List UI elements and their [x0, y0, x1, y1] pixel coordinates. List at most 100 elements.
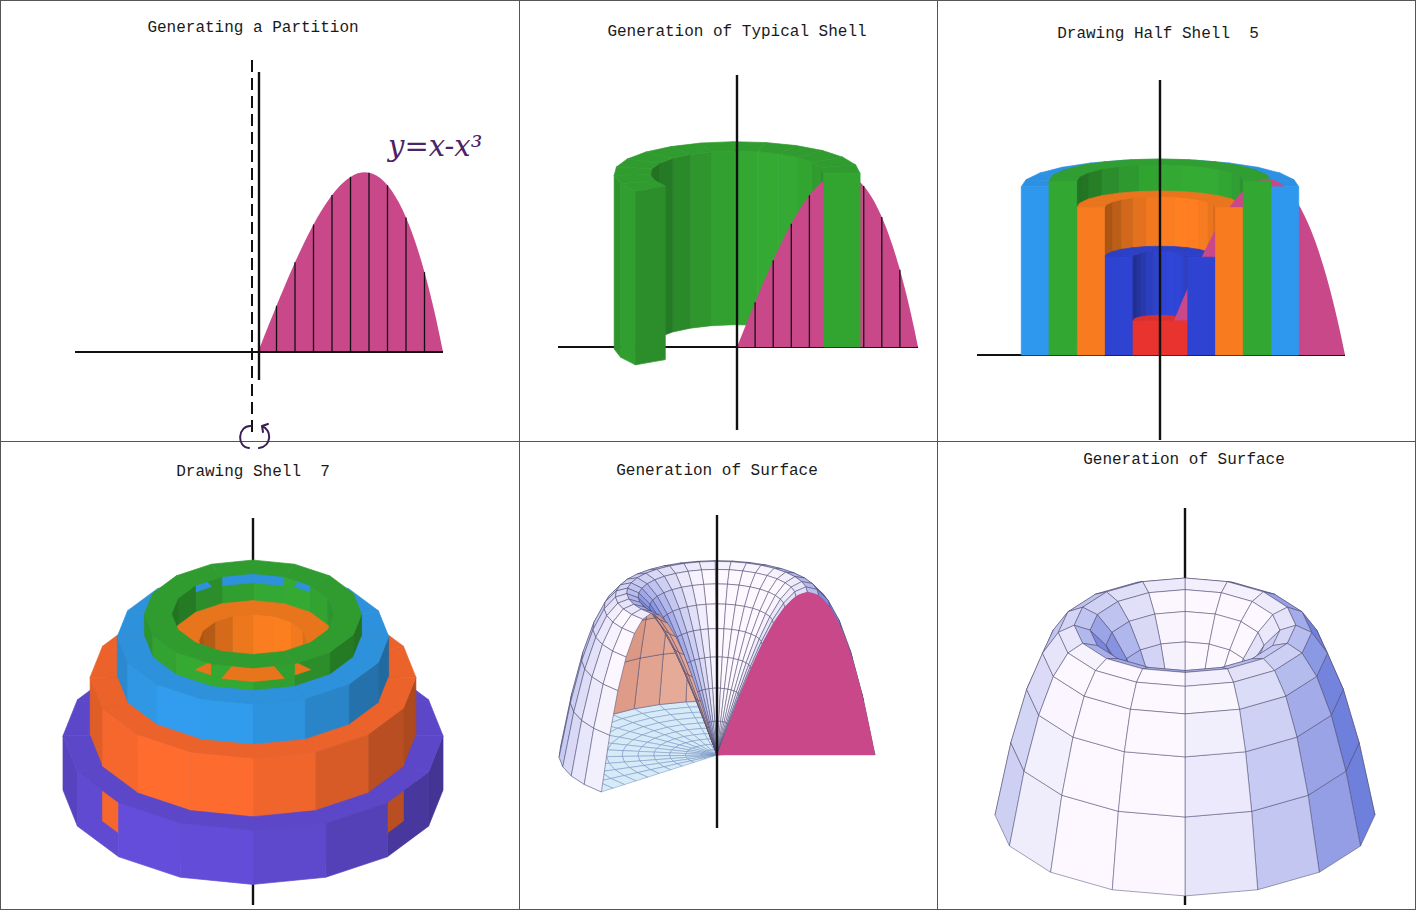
- base-facet: [623, 745, 642, 751]
- surface-facet: [1252, 795, 1320, 890]
- partition-line: [809, 195, 810, 347]
- shell-facet: [614, 167, 652, 175]
- front-facets: [559, 594, 717, 792]
- panel-full-shells: [63, 518, 443, 905]
- panel-divider: [519, 0, 520, 910]
- panel-title: Drawing Shell 7: [176, 463, 330, 481]
- shell-facet: [1243, 181, 1271, 355]
- base-facet: [607, 750, 624, 757]
- base-facet: [654, 752, 670, 756]
- shell-facet: [315, 793, 387, 823]
- surface-facet: [1233, 671, 1285, 710]
- surface-facet: [1185, 590, 1221, 614]
- surface-facet: [1124, 709, 1185, 757]
- surface-facet: [706, 724, 717, 755]
- partition-line: [313, 225, 314, 352]
- panel-typical-shell: [558, 75, 918, 430]
- partition-line: [276, 306, 277, 352]
- panel-surface-half: [559, 515, 875, 828]
- partition-line: [294, 262, 295, 352]
- surface-facet: [613, 628, 635, 657]
- surface-facet: [1185, 682, 1240, 714]
- partition-line: [791, 224, 792, 347]
- shell-facet: [253, 811, 326, 831]
- shell-facet: [1132, 321, 1160, 355]
- panel-title: Drawing Half Shell 5: [1057, 25, 1259, 43]
- shell-facet: [253, 739, 315, 758]
- base-facet: [702, 752, 717, 755]
- shell-facet: [621, 181, 666, 192]
- shell-facet: [1077, 208, 1105, 356]
- shell-facet: [180, 823, 253, 884]
- shell-facet: [157, 675, 211, 699]
- partition-line: [424, 272, 425, 352]
- cross-section: [717, 592, 875, 755]
- partition-line: [881, 217, 882, 347]
- y-axis: [736, 75, 738, 430]
- shell-facet: [690, 152, 711, 328]
- partition-line: [773, 260, 774, 347]
- partition-line: [331, 195, 332, 352]
- surface-facet: [689, 675, 701, 701]
- shell-facet: [1049, 175, 1080, 181]
- shell-facet: [1021, 180, 1053, 187]
- surface-facet: [1185, 752, 1252, 817]
- surface-facet: [698, 700, 709, 728]
- surface-facet: [706, 724, 717, 755]
- surface-facet: [1051, 795, 1119, 890]
- cross-section: [1160, 179, 1345, 355]
- shell-facet: [295, 675, 349, 699]
- shell-facet: [253, 686, 305, 704]
- partition-line: [350, 177, 351, 352]
- panel-divider: [937, 0, 938, 910]
- base-facet: [622, 751, 638, 757]
- surface-facet: [707, 726, 717, 755]
- shell-facet: [1105, 257, 1133, 355]
- shell-facet: [1188, 257, 1216, 355]
- panel-surface-full: [995, 508, 1375, 905]
- front-facets: [995, 625, 1375, 896]
- surface-facet: [1084, 671, 1136, 710]
- surface-facet: [679, 652, 692, 676]
- shell-facet: [253, 666, 284, 682]
- shell-facet: [180, 811, 253, 831]
- rotation-axis: [251, 60, 253, 432]
- region-under-curve: [258, 172, 443, 352]
- partition-line: [863, 186, 864, 347]
- shell-facet: [1216, 208, 1244, 356]
- surface-facet: [1185, 811, 1258, 896]
- base-facet: [638, 751, 654, 756]
- y-axis: [1159, 80, 1161, 440]
- shell-facet: [673, 154, 691, 332]
- surface-facet: [706, 723, 717, 755]
- shell-facet: [328, 593, 361, 614]
- surface-facet: [603, 651, 626, 691]
- shell-facet: [621, 184, 636, 365]
- base-facet: [702, 755, 717, 758]
- shell-facet: [305, 725, 368, 752]
- shell-facet: [824, 173, 860, 347]
- shell-facet: [201, 686, 253, 704]
- surface-facet: [670, 634, 684, 655]
- surface-facet: [706, 726, 717, 755]
- surface-facet: [1130, 682, 1185, 714]
- surface-facet: [1118, 752, 1185, 817]
- y-axis: [716, 515, 718, 828]
- shell-facet: [635, 186, 665, 365]
- shell-facet: [403, 736, 443, 772]
- shell-facet: [1077, 203, 1107, 207]
- shell-facet: [711, 151, 734, 326]
- front-facets: [63, 614, 443, 884]
- shell-facet: [378, 677, 415, 708]
- shell-facet: [821, 165, 860, 173]
- panel-partition: [75, 60, 443, 448]
- shell-facet: [614, 175, 620, 357]
- partition-line: [387, 185, 388, 352]
- shell-facet: [191, 739, 253, 758]
- panel-title: Generation of Surface: [1083, 451, 1285, 469]
- shell-facet: [1160, 321, 1188, 355]
- shell-facet: [63, 736, 103, 772]
